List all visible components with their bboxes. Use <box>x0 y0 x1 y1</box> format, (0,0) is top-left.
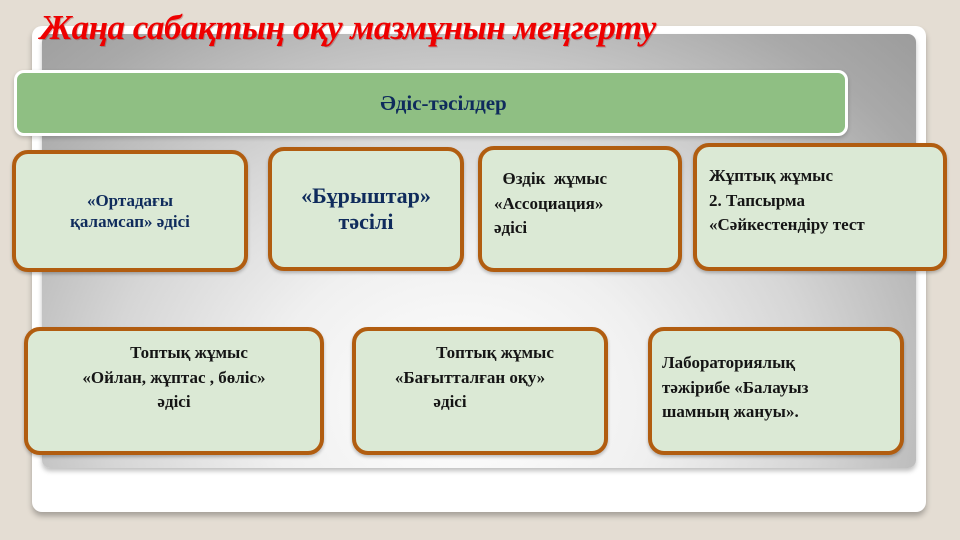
method-box-lab-experiment: Лабораториялық тәжірибе «Балауыз шамның … <box>648 327 904 455</box>
method-line: қаламсап» әдісі <box>70 212 190 231</box>
methods-banner-label: Әдіс-тәсілдер <box>380 90 507 115</box>
method-line: Өздік жұмыс <box>494 169 608 189</box>
method-line: «Ортадағы <box>86 190 174 210</box>
slide-title: Жаңа сабақтың оқу мазмұнын меңгерту <box>40 8 656 47</box>
method-line: «Ойлан, жұптас , бөліс» <box>82 367 266 387</box>
method-line: Топтық жұмыс <box>436 343 554 362</box>
method-line: шамның жануы». <box>662 402 799 422</box>
method-box-pair-work: Жұптық жұмыс 2. Тапсырма «Сәйкестендіру … <box>693 143 947 271</box>
method-line: «Сәйкестендіру тест <box>709 215 865 235</box>
method-line: тәжірибе «Балауыз <box>662 377 809 397</box>
method-box-association: Өздік жұмыс «Ассоциация» әдісі <box>478 146 682 272</box>
method-box-think-pair-share: Топтық жұмыс «Ойлан, жұптас , бөліс» әді… <box>24 327 324 455</box>
method-line: Жұптық жұмыс <box>709 166 833 186</box>
method-line: 2. Тапсырма <box>709 190 805 210</box>
methods-banner: Әдіс-тәсілдер <box>14 70 848 136</box>
method-line: «Бағытталған оқу» <box>394 367 546 387</box>
method-line: әдісі <box>433 392 467 412</box>
method-box-directed-reading: Топтық жұмыс «Бағытталған оқу» әдісі <box>352 327 608 455</box>
method-line: Топтық жұмыс <box>130 343 248 362</box>
method-line: әдісі <box>157 392 191 412</box>
method-line: әдісі <box>494 218 528 238</box>
method-line: Лабораториялық <box>662 353 796 373</box>
method-line: «Бұрыштар» <box>301 182 431 208</box>
method-line: тәсілі <box>338 209 394 234</box>
method-line: «Ассоциация» <box>494 193 604 213</box>
method-box-middle-pen: «Ортадағы қаламсап» әдісі <box>12 150 248 272</box>
method-box-corners: «Бұрыштар» тәсілі <box>268 147 464 271</box>
